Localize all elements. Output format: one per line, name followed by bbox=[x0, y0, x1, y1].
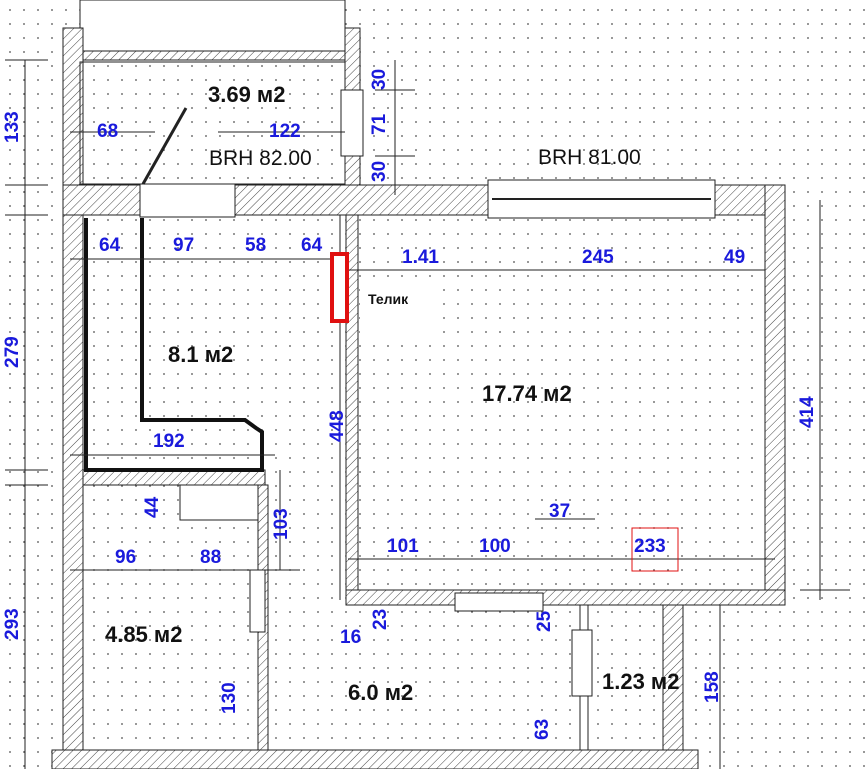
brh-left: BRH 82.00 bbox=[209, 147, 312, 170]
walls bbox=[51, 0, 786, 769]
dimension-lines bbox=[5, 59, 850, 769]
dim-1-41: 1.41 bbox=[402, 247, 439, 268]
dim-30a: 30 bbox=[369, 68, 390, 90]
dim-100: 100 bbox=[479, 536, 511, 557]
dim-88: 88 bbox=[200, 547, 222, 568]
dim-279: 279 bbox=[2, 336, 23, 368]
dim-71: 71 bbox=[369, 113, 390, 135]
area-toilet: 1.23 м2 bbox=[602, 669, 680, 694]
dim-133: 133 bbox=[2, 111, 23, 143]
area-living: 17.74 м2 bbox=[482, 381, 572, 406]
dim-68: 68 bbox=[97, 121, 119, 142]
dim-97: 97 bbox=[173, 235, 195, 256]
hall-niche bbox=[179, 484, 259, 521]
dim-103: 103 bbox=[271, 508, 292, 540]
dim-414: 414 bbox=[797, 396, 818, 428]
dim-245: 245 bbox=[582, 247, 614, 268]
dim-64b: 64 bbox=[301, 235, 323, 256]
area-balcony: 3.69 м2 bbox=[208, 82, 286, 107]
dim-233: 233 bbox=[634, 536, 666, 557]
right-wall bbox=[764, 184, 786, 606]
bottom-wall bbox=[51, 749, 699, 769]
tv-label-box bbox=[360, 285, 440, 343]
balcony-door bbox=[141, 107, 188, 185]
area-bath: 4.85 м2 bbox=[105, 622, 183, 647]
dim-130: 130 bbox=[219, 682, 240, 714]
hall-bath-wall bbox=[82, 469, 266, 486]
dim-63: 63 bbox=[532, 718, 553, 740]
highlight-233 bbox=[631, 527, 679, 572]
dim-49: 49 bbox=[724, 247, 746, 268]
dim-448: 448 bbox=[327, 410, 348, 442]
living-bottom-wall bbox=[345, 589, 786, 606]
dim-58: 58 bbox=[245, 235, 267, 256]
area-hall: 8.1 м2 bbox=[168, 342, 234, 367]
brh-right: BRH 81.00 bbox=[538, 146, 641, 169]
balcony-side-door bbox=[340, 89, 364, 157]
balcony-box bbox=[79, 0, 346, 52]
dim-23: 23 bbox=[370, 608, 391, 630]
dim-122: 122 bbox=[269, 121, 301, 142]
dim-16: 16 bbox=[340, 627, 362, 648]
dim-192: 192 bbox=[153, 431, 185, 452]
dim-101: 101 bbox=[387, 536, 419, 557]
dim-25: 25 bbox=[534, 610, 555, 632]
toilet-door bbox=[571, 629, 593, 697]
dim-158: 158 bbox=[702, 671, 723, 703]
dim-30b: 30 bbox=[369, 160, 390, 182]
dim-293: 293 bbox=[2, 608, 23, 640]
toilet-right-wall bbox=[662, 604, 684, 751]
dim-64a: 64 bbox=[99, 235, 121, 256]
window-top-left bbox=[139, 183, 236, 218]
wardrobe-outline bbox=[84, 218, 264, 472]
tv-note: Телик bbox=[368, 291, 409, 307]
dim-44: 44 bbox=[142, 496, 163, 518]
bath-door bbox=[249, 569, 266, 633]
living-door bbox=[454, 592, 544, 612]
area-corridor: 6.0 м2 bbox=[348, 680, 414, 705]
tv-marker bbox=[330, 252, 349, 323]
dim-37: 37 bbox=[549, 501, 571, 522]
dim-96: 96 bbox=[115, 547, 137, 568]
